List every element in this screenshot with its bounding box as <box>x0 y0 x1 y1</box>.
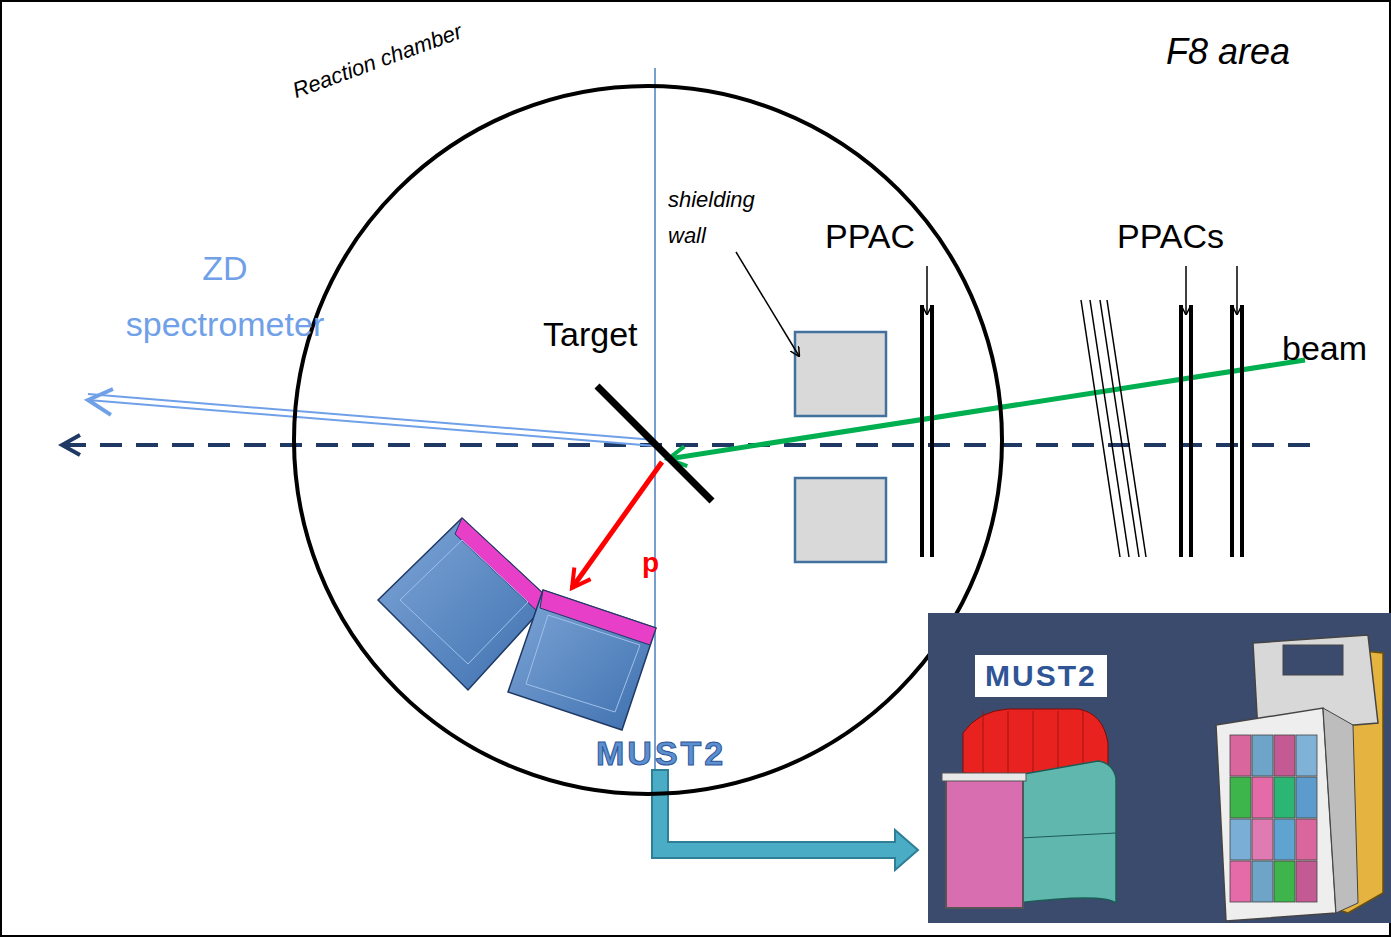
spectrometer-label: ZD spectrometer <box>112 240 338 352</box>
leader-line <box>926 266 928 314</box>
pointer-arrow <box>652 770 918 870</box>
area-label: F8 area <box>1166 30 1290 73</box>
ppac-detector <box>1181 305 1242 557</box>
detector-label: PPACs <box>1117 216 1224 257</box>
target-foil <box>597 386 712 501</box>
inset-panel: MUST2 <box>928 613 1391 923</box>
leader-line <box>1236 266 1238 314</box>
axis-line <box>654 68 656 800</box>
target-label: Target <box>543 314 638 355</box>
degrader-foils <box>1081 300 1146 557</box>
ppac-detector <box>922 305 932 557</box>
reaction-chamber: Reaction chamber <box>292 84 1004 796</box>
detector-label: PPAC <box>825 216 915 257</box>
logo-text: MUST2 <box>975 655 1107 697</box>
particle-label: p <box>642 546 659 580</box>
beam-label: beam <box>1282 328 1367 369</box>
shielding-block <box>795 332 886 416</box>
zd-direction <box>88 394 655 446</box>
leader-line <box>1185 266 1187 314</box>
chamber-label: Reaction chamber <box>289 19 466 104</box>
must2-telescope <box>508 590 656 730</box>
telescope-render <box>942 709 1116 908</box>
shielding-block <box>795 478 886 562</box>
beam-line <box>668 360 1305 459</box>
leader-line <box>736 252 799 356</box>
shielding-label: shielding wall <box>668 182 780 254</box>
chamber-outline <box>292 84 1004 796</box>
logo-text: MUST2 <box>596 733 726 774</box>
tiled-detector-render <box>1216 635 1383 921</box>
chamber-circle <box>294 86 1002 794</box>
proton-track <box>572 462 662 588</box>
